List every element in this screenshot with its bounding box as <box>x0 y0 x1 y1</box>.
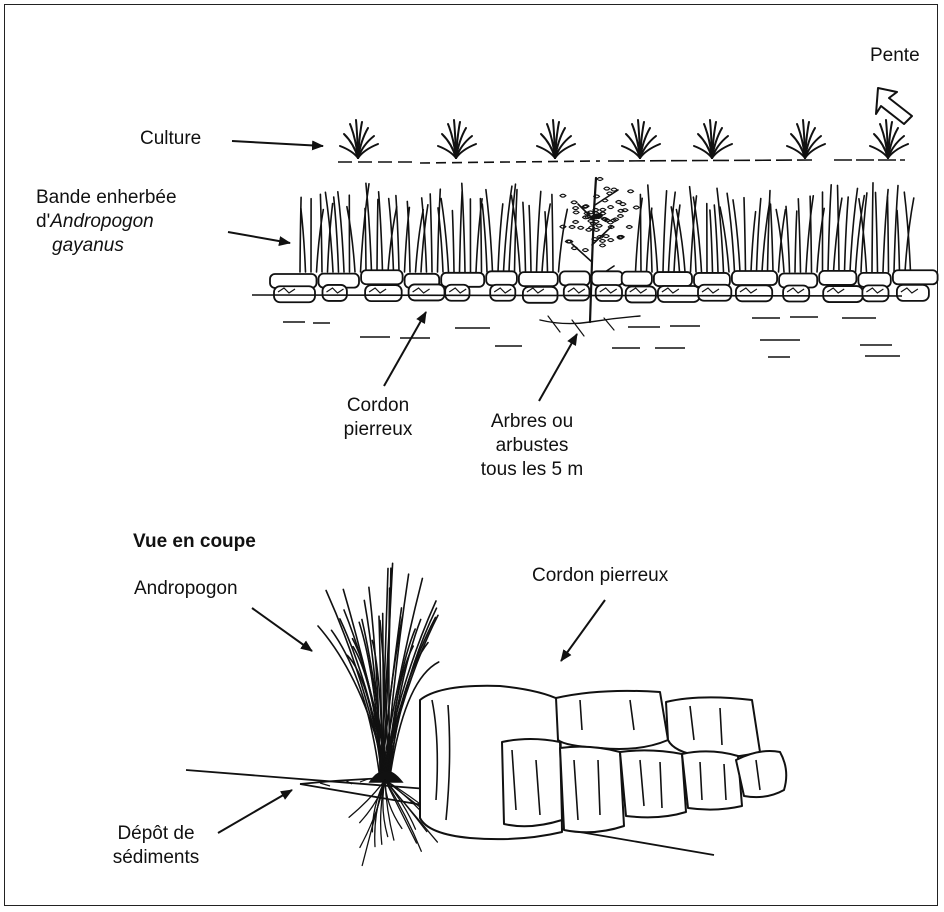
trees-label: Arbres ou arbustes tous les 5 m <box>462 410 602 482</box>
stone-line-label: Cordon pierreux <box>330 394 426 442</box>
crop-row <box>340 120 908 158</box>
grass-band-line3: gayanus <box>36 234 177 258</box>
crop-plant <box>537 120 575 158</box>
grass-band-label: Bande enherbée d'Andropogon gayanus <box>36 186 177 258</box>
trees-line3: tous les 5 m <box>462 458 602 482</box>
crop-plant <box>870 120 908 158</box>
grass-band-prefix: d' <box>36 211 50 232</box>
slope-label: Pente <box>870 44 920 68</box>
crop-ground-line <box>338 160 905 163</box>
andropogon-grass-band <box>300 183 914 272</box>
trees-line2: arbustes <box>462 434 602 458</box>
crop-plant <box>787 120 825 158</box>
stone-line-line2: pierreux <box>330 418 426 442</box>
stone-line-section <box>420 686 786 839</box>
crop-plant <box>622 120 660 158</box>
crop-plant <box>340 120 378 158</box>
stone-line-line1: Cordon <box>330 394 426 418</box>
crop-label: Culture <box>140 127 201 151</box>
grass-band-line2: d'Andropogon <box>36 210 177 234</box>
top-arrows <box>228 141 577 401</box>
ground-dashes <box>283 317 900 357</box>
grass-band-line1: Bande enherbée <box>36 186 177 210</box>
trees-line1: Arbres ou <box>462 410 602 434</box>
sediment-line2: sédiments <box>96 846 216 870</box>
andropogon-label: Andropogon <box>134 577 238 601</box>
ground-line <box>252 295 902 296</box>
stone-line-top <box>270 270 938 303</box>
crop-plant <box>694 120 732 158</box>
sediment-label: Dépôt de sédiments <box>96 822 216 870</box>
section-stone-line-label: Cordon pierreux <box>532 564 668 588</box>
crop-plant <box>438 120 476 158</box>
grass-band-species: Andropogon <box>50 211 154 232</box>
section-title: Vue en coupe <box>133 530 256 554</box>
sediment-line1: Dépôt de <box>96 822 216 846</box>
tree-shrub <box>540 178 640 337</box>
slope-arrow-icon <box>876 88 912 124</box>
